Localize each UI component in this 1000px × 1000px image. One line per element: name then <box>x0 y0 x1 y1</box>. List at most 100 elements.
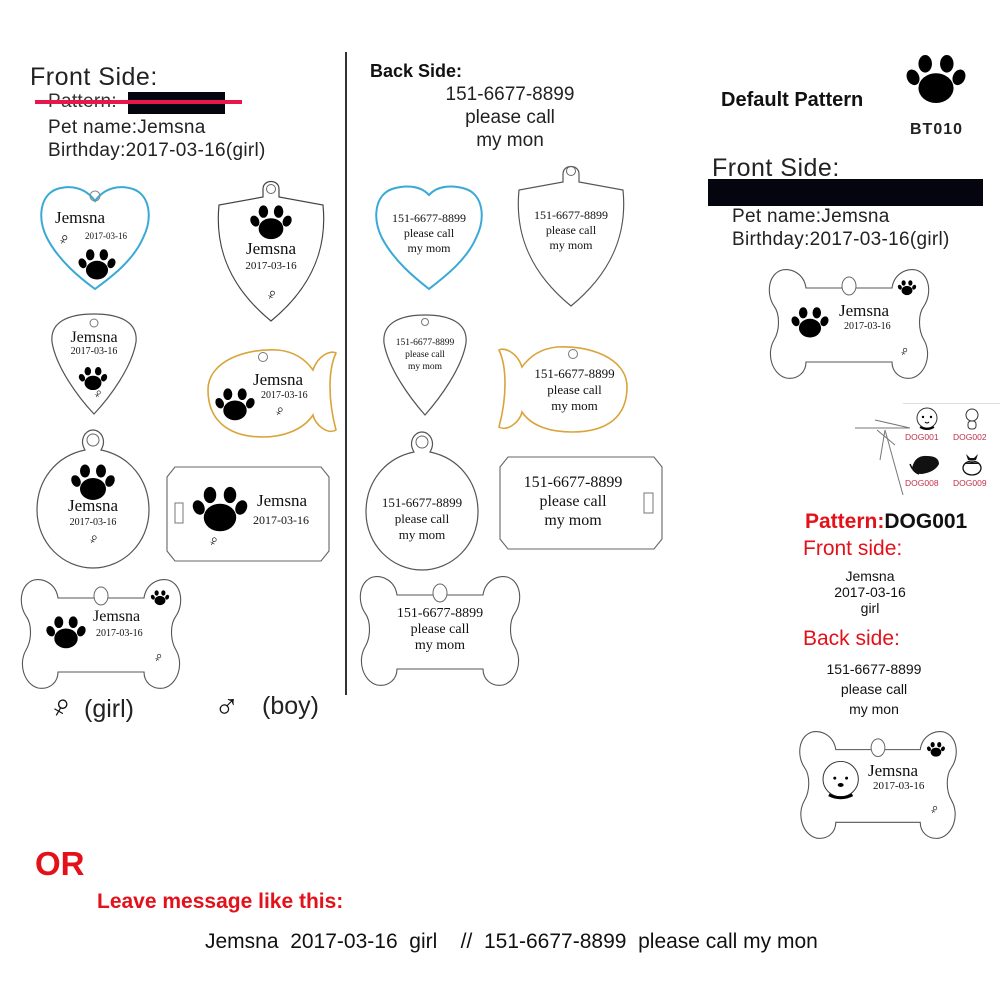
round-tag-name: Jemsna <box>67 496 119 515</box>
shield-back-text: 151-6677-8899 please call my mom <box>515 208 627 253</box>
poodle-icon <box>916 407 938 430</box>
thumb-dog001[interactable] <box>912 406 942 432</box>
default-tag-date: 2017-03-16 <box>844 321 891 332</box>
shield-tag-name: Jemsna <box>245 239 297 258</box>
heart-tag-name: Jemsna <box>55 208 106 227</box>
female-legend-icon: ♀ <box>40 684 82 730</box>
pick-tag-name: Jemsna <box>70 329 118 346</box>
round-back-call: please call <box>394 511 450 526</box>
fish-tag-date: 2017-03-16 <box>261 390 308 401</box>
bone-tag-front: Jemsna 2017-03-16 ♀ <box>18 578 184 690</box>
thumb-strip-border <box>903 403 1000 404</box>
corgi-icon <box>962 454 982 476</box>
front-side-name: Jemsna <box>845 568 895 584</box>
rect-tag-date: 2017-03-16 <box>253 513 309 527</box>
rect-tag-name: Jemsna <box>257 491 308 510</box>
leave-message-label: Leave message like this: <box>97 890 344 913</box>
front-side-label: Front side: <box>803 537 903 560</box>
poodle-face-icon <box>822 760 859 800</box>
thumb-dog002[interactable] <box>962 406 982 432</box>
back-side-call: please call <box>840 681 908 697</box>
bone-tag-name: Jemsna <box>93 608 141 625</box>
default-pattern-label: Default Pattern <box>721 89 864 111</box>
front-side-lines: Jemsna 2017-03-16 girl <box>805 568 935 616</box>
pointer-arrow-lines <box>855 419 911 496</box>
boy-legend-label: (boy) <box>262 692 319 720</box>
bone-back-phone: 151-6677-8899 <box>396 606 484 621</box>
pick-tag-back: 151-6677-8899 please call my mom <box>382 313 468 417</box>
rect-tag-back: 151-6677-8899 please call my mom <box>498 455 664 553</box>
shield-back-call: please call <box>545 223 597 237</box>
thumb-dog009[interactable] <box>958 450 986 478</box>
back-side-line-3: my mon <box>476 130 544 151</box>
back-side-heading: Back Side: <box>370 61 463 81</box>
right-pet-name-line: Pet name:Jemsna <box>732 206 890 227</box>
back-side-label: Back side: <box>803 627 900 650</box>
pattern-code: DOG001 <box>884 510 968 533</box>
heart-tag-back: 151-6677-8899 please call my mom <box>370 183 488 293</box>
pattern-dog001-heading: Pattern:DOG001 <box>805 510 967 534</box>
bone-tag-dog001: Jemsna 2017-03-16 ♀ <box>795 730 961 840</box>
pick-back-call: please call <box>405 350 445 360</box>
left-front-side-heading: Front Side: <box>30 63 158 91</box>
round-tag-date: 2017-03-16 <box>69 517 117 528</box>
left-pet-name-line: Pet name:Jemsna <box>48 117 206 138</box>
girl-legend-label: (girl) <box>84 695 134 723</box>
pattern-strikethrough <box>35 100 242 104</box>
thumb-dog008[interactable] <box>907 450 942 478</box>
rect-back-mom: my mom <box>544 512 602 529</box>
bone-back-text: 151-6677-8899 please call my mom <box>357 606 523 654</box>
heart-tag-front: Jemsna 2017-03-16 ♀ <box>35 183 155 293</box>
rect-back-text: 151-6677-8899 please call my mom <box>498 473 648 530</box>
left-birthday-line: Birthday:2017-03-16(girl) <box>48 140 266 161</box>
default-tag-name: Jemsna <box>839 301 890 320</box>
round-tag-back: 151-6677-8899 please call my mom <box>364 430 480 572</box>
heart-back-call: please call <box>403 226 455 240</box>
fish-tag-front: Jemsna 2017-03-16 ♀ <box>203 345 338 440</box>
fish-tag-name: Jemsna <box>253 370 304 389</box>
back-side-phone: 151-6677-8899 <box>826 661 922 677</box>
shield-tag-back: 151-6677-8899 please call my mom <box>515 160 627 310</box>
panel-divider <box>345 52 347 695</box>
thumb-label-dog001: DOG001 <box>905 432 939 442</box>
heart-tag-date: 2017-03-16 <box>85 231 127 241</box>
back-side-lines: 151-6677-8899 please call my mon <box>800 659 948 719</box>
pick-back-mom: my mom <box>407 362 443 372</box>
round-back-phone: 151-6677-8899 <box>381 495 463 510</box>
pick-back-phone: 151-6677-8899 <box>395 338 455 348</box>
right-front-side-heading: Front Side: <box>712 154 840 182</box>
round-back-text: 151-6677-8899 please call my mom <box>364 495 480 543</box>
bone-tag-default: Jemsna 2017-03-16 ♀ <box>764 268 934 380</box>
back-side-line-1: 151-6677-8899 <box>445 84 575 105</box>
fish-back-call: please call <box>547 382 602 397</box>
rect-tag-front: Jemsna 2017-03-16 ♀ <box>165 465 331 565</box>
thumb-label-dog002: DOG002 <box>953 432 987 442</box>
thumb-label-dog009: DOG009 <box>953 478 987 488</box>
round-tag-front: Jemsna 2017-03-16 ♀ <box>35 428 151 573</box>
heart-back-phone: 151-6677-8899 <box>392 211 466 225</box>
right-redaction-bar <box>708 179 983 206</box>
fish-tag-back: 151-6677-8899 please call my mom <box>497 342 632 434</box>
bone-back-mom: my mom <box>414 638 466 653</box>
example-message: Jemsna 2017-03-16 girl // 151-6677-8899 … <box>205 930 818 953</box>
right-birthday-line: Birthday:2017-03-16(girl) <box>732 229 950 250</box>
shield-tag-front: Jemsna 2017-03-16 ♀ <box>215 175 327 325</box>
bone-tag-date: 2017-03-16 <box>96 628 143 639</box>
pick-tag-date: 2017-03-16 <box>70 346 118 357</box>
dog001-tag-name: Jemsna <box>868 761 919 780</box>
round-back-mom: my mom <box>398 527 446 542</box>
bone-back-call: please call <box>410 622 470 637</box>
bone-tag-back: 151-6677-8899 please call my mom <box>357 575 523 687</box>
rect-back-call: please call <box>539 493 607 510</box>
small-dog-icon <box>965 408 979 430</box>
default-paw-icon <box>904 55 968 103</box>
pick-tag-front: Jemsna 2017-03-16 ♀ <box>50 312 138 417</box>
heart-back-text: 151-6677-8899 please call my mom <box>370 211 488 256</box>
or-label: OR <box>35 845 85 882</box>
dog001-tag-date: 2017-03-16 <box>873 780 925 792</box>
fish-back-mom: my mom <box>551 398 598 413</box>
lying-dog-icon <box>909 455 939 475</box>
heart-back-mom: my mom <box>407 241 451 255</box>
shield-back-mom: my mom <box>549 238 593 252</box>
shield-back-phone: 151-6677-8899 <box>534 208 608 222</box>
